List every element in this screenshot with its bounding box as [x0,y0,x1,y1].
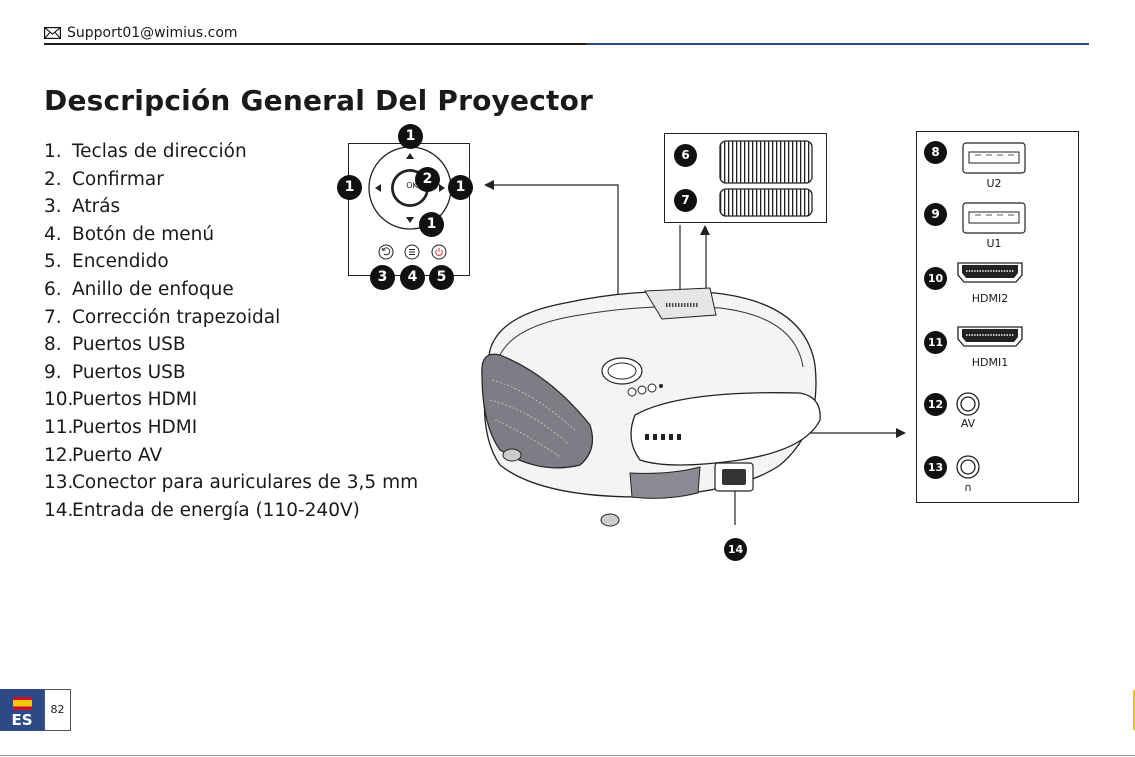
headphone-jack-icon [956,455,980,479]
marker-8: 8 [924,141,947,164]
header-rule [44,43,586,45]
feature-list: 1.Teclas de dirección 2.Confirmar 3.Atrá… [44,138,418,524]
mail-icon [44,27,61,39]
language-code: ES [11,711,33,729]
marker-1-up: 1 [398,124,423,149]
keypad-illustration [368,146,452,260]
hdmi-port-icon [957,262,1023,283]
up-arrow-icon [406,153,414,159]
ports-illustration [956,142,1026,479]
list-item: 6.Anillo de enfoque [44,278,234,300]
projector-illustration [481,180,906,527]
focus-wheels-illustration [719,140,813,217]
marker-7: 7 [674,189,697,212]
list-item: 14.Entrada de energía (110-240V) [44,499,360,521]
spain-flag-icon [13,697,32,710]
list-item: 5.Encendido [44,251,169,273]
list-item: 12.Puerto AV [44,444,163,466]
list-item: 1.Teclas de dirección [44,141,247,162]
headphone-symbol: ∩ [963,481,973,494]
page-title: Descripción General Del Proyector [44,84,594,117]
hdmi-port-icon [957,326,1023,347]
av-jack-icon [956,392,980,416]
right-arrow-icon [439,184,445,192]
port-label: HDMI2 [971,292,1009,305]
edge-mark [1133,690,1135,730]
port-label: U2 [986,177,1002,190]
list-item: 11.Puertos HDMI [44,416,198,438]
focus-ring-icon [719,140,813,184]
list-item: 9.Puertos USB [44,361,186,383]
port-label: HDMI1 [971,356,1009,369]
menu-icon [404,244,420,260]
marker-6: 6 [674,144,697,167]
list-item: 13.Conector para auriculares de 3,5 mm [44,472,419,494]
marker-12: 12 [924,393,947,416]
header-rule-accent [586,43,1089,45]
page-number: 82 [44,689,71,731]
port-label: AV [960,417,976,430]
marker-1-right: 1 [448,175,473,200]
marker-13: 13 [924,456,947,479]
focus-panel [664,133,827,223]
ok-button-label: OK [406,181,418,190]
marker-1-down: 1 [419,212,444,237]
email-text: Support01@wimius.com [67,25,238,41]
ports-panel [916,131,1079,503]
down-arrow-icon [406,217,414,223]
list-item: 3.Atrás [44,196,121,218]
port-label: U1 [986,237,1002,250]
usb-port-icon [962,202,1026,234]
list-item: 7.Corrección trapezoidal [44,306,281,328]
list-item: 4.Botón de menú [44,223,215,245]
keystone-wheel-icon [719,188,813,217]
bottom-rule [0,755,1135,756]
back-icon [378,244,394,260]
support-email: Support01@wimius.com [44,25,238,41]
marker-10: 10 [924,267,947,290]
power-icon [431,244,447,260]
list-item: 2.Confirmar [44,168,164,190]
list-item: 8.Puertos USB [44,334,186,356]
marker-3: 3 [370,265,395,290]
marker-1-left: 1 [337,175,362,200]
usb-port-icon [962,142,1026,174]
marker-11: 11 [924,331,947,354]
language-badge: ES [0,689,44,731]
marker-14: 14 [724,538,747,561]
marker-2: 2 [415,167,440,192]
marker-5: 5 [429,265,454,290]
left-arrow-icon [375,184,381,192]
marker-4: 4 [400,265,425,290]
marker-9: 9 [924,203,947,226]
list-item: 10.Puertos HDMI [44,389,198,411]
